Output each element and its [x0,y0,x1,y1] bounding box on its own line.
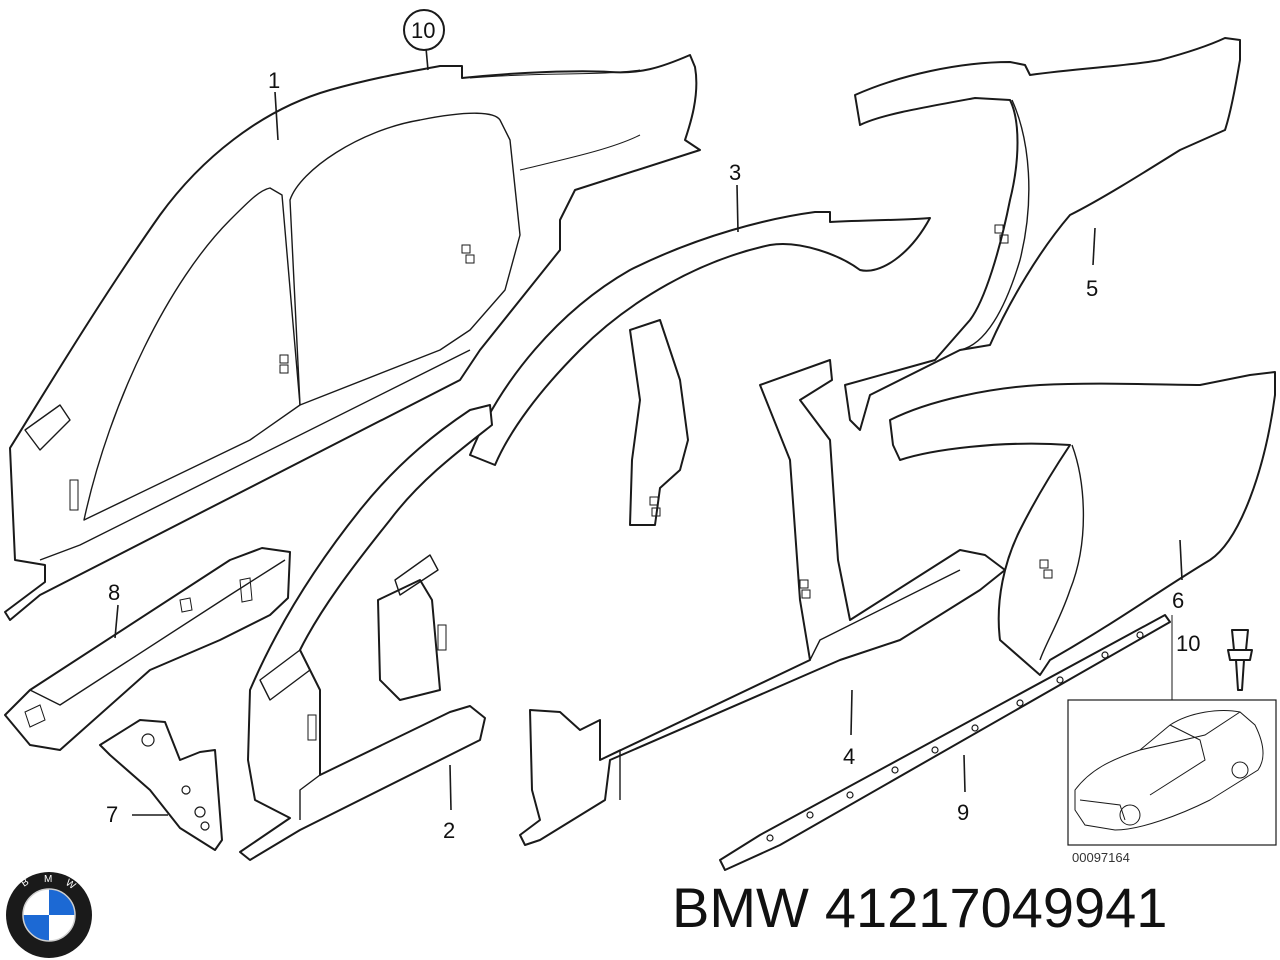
callout-1: 1 [268,68,280,93]
callout-10-circle [403,9,445,51]
callout-6: 6 [1172,588,1184,613]
part-2-a-pillar-sill [239,404,493,861]
part-9-sill-trim [719,614,1171,871]
callout-5: 5 [1086,276,1098,301]
callout-2: 2 [443,818,455,843]
part-4-b-pillar-sill [519,359,1006,846]
callout-10: 10 [411,18,435,43]
callout-7: 7 [106,802,118,827]
logo-letter-m: M [44,874,52,885]
part-8-member [4,547,291,751]
part-3-roof-rail [469,211,931,526]
trim-holes [766,631,1144,842]
callout-8: 8 [108,580,120,605]
car-overview-inset [1067,699,1277,846]
inset-label-10: 10 [1176,631,1200,656]
part-1-side-frame [4,54,701,621]
brand-make: BMW [672,876,809,939]
part-7-bracket [99,719,223,851]
bmw-logo-icon: B M W [6,872,92,958]
part-10-clip [1171,615,1276,701]
leader-lines [114,47,1183,816]
brand-part-number: 41217049941 [824,876,1168,939]
callout-9: 9 [957,800,969,825]
drawing-number: 00097164 [1072,850,1130,865]
callout-4: 4 [843,744,855,769]
callout-3: 3 [729,160,741,185]
part-5-rear-quarter [844,37,1241,431]
part-6-rear-panel [889,371,1276,676]
